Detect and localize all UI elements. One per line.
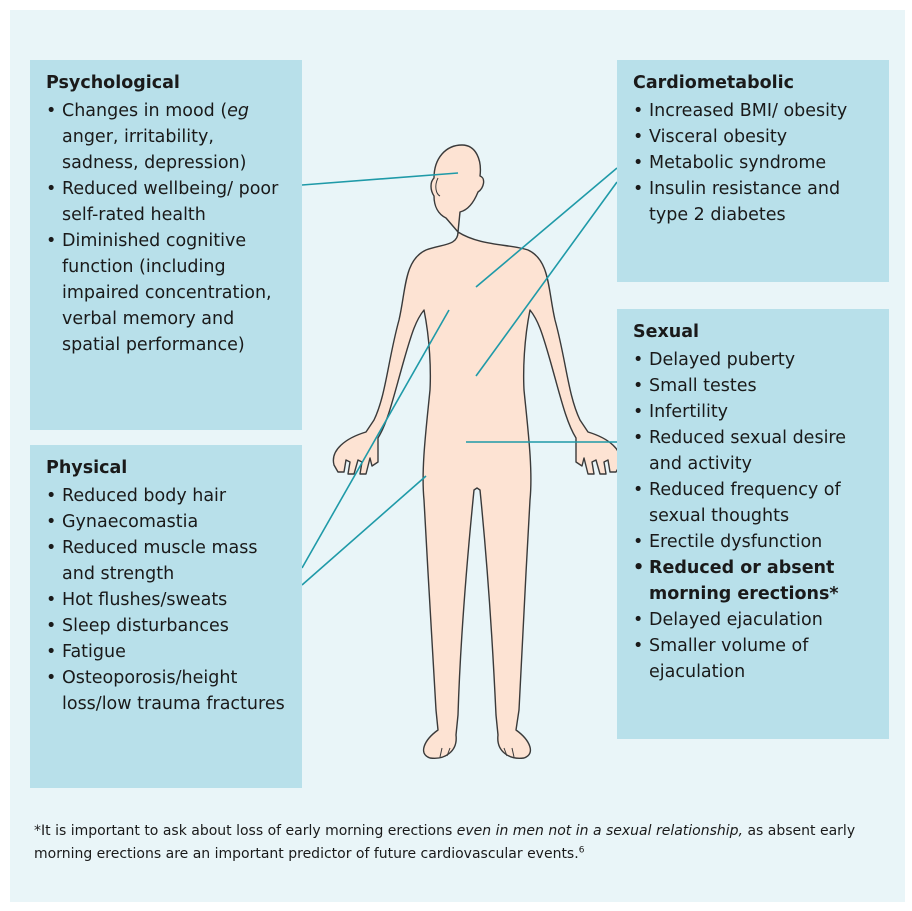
list-item: Diminished cognitive function (including… (46, 228, 292, 358)
list-item: Metabolic syndrome (633, 150, 879, 176)
footnote-text: *It is important to ask about loss of ea… (34, 823, 457, 839)
cardiometabolic-box: Cardiometabolic Increased BMI/ obesity V… (617, 60, 889, 282)
list-item: Gynaecomastia (46, 509, 292, 535)
list-item: Reduced muscle mass and strength (46, 535, 292, 587)
ear-detail (435, 177, 441, 197)
list-item: Delayed ejaculation (633, 607, 879, 633)
list-item: Delayed puberty (633, 347, 879, 373)
sexual-list: Delayed puberty Small testes Infertility… (633, 347, 879, 685)
cardio-connector-upper (475, 167, 618, 288)
list-item: Insulin resistance and type 2 diabetes (633, 176, 879, 228)
cardiometabolic-heading: Cardiometabolic (633, 73, 795, 93)
psychological-connector (301, 172, 459, 186)
list-item: Reduced body hair (46, 483, 292, 509)
physical-heading: Physical (46, 458, 128, 478)
psychological-heading: Psychological (46, 73, 180, 93)
psychological-box: Psychological Changes in mood (eg anger,… (30, 60, 302, 430)
item-text: Changes in mood ( (62, 101, 228, 121)
psychological-list: Changes in mood (eg anger, irritability,… (46, 98, 292, 358)
list-item: Increased BMI/ obesity (633, 98, 879, 124)
list-item: Fatigue (46, 639, 292, 665)
item-text: anger, irritability, sadness, depression… (62, 127, 247, 173)
list-item: Erectile dysfunction (633, 529, 879, 555)
list-item: Changes in mood (eg anger, irritability,… (46, 98, 292, 176)
sexual-box: Sexual Delayed puberty Small testes Infe… (617, 309, 889, 739)
human-body-illustration (301, 144, 622, 759)
feet-detail (439, 747, 515, 758)
cardiometabolic-list: Increased BMI/ obesity Visceral obesity … (633, 98, 879, 228)
list-item: Hot flushes/sweats (46, 587, 292, 613)
cardio-connector-lower (475, 181, 618, 377)
list-item: Infertility (633, 399, 879, 425)
footnote: *It is important to ask about loss of ea… (34, 820, 884, 866)
physical-box: Physical Reduced body hair Gynaecomastia… (30, 445, 302, 788)
list-item: Reduced or absent morning erections* (633, 555, 879, 607)
footnote-italic: even in men not in a sexual relationship… (456, 823, 744, 839)
connector-lines (301, 167, 618, 586)
physical-connector-lower (301, 475, 427, 586)
physical-list: Reduced body hair Gynaecomastia Reduced … (46, 483, 292, 717)
footnote-reference: 6 (578, 845, 585, 856)
footnote-text: as absent early morning erections are an… (34, 823, 856, 862)
list-item: Reduced wellbeing/ poor self-rated healt… (46, 176, 292, 228)
figure-panel: Psychological Changes in mood (eg anger,… (10, 10, 905, 902)
list-item: Small testes (633, 373, 879, 399)
body-outline (332, 144, 622, 759)
item-italic: eg (227, 101, 250, 121)
list-item: Reduced sexual desire and activity (633, 425, 879, 477)
physical-connector-upper (301, 309, 450, 569)
list-item: Visceral obesity (633, 124, 879, 150)
list-item: Osteoporosis/height loss/low trauma frac… (46, 665, 292, 717)
sexual-heading: Sexual (633, 322, 700, 342)
list-item: Sleep disturbances (46, 613, 292, 639)
list-item: Smaller volume of ejaculation (633, 633, 879, 685)
list-item: Reduced frequency of sexual thoughts (633, 477, 879, 529)
